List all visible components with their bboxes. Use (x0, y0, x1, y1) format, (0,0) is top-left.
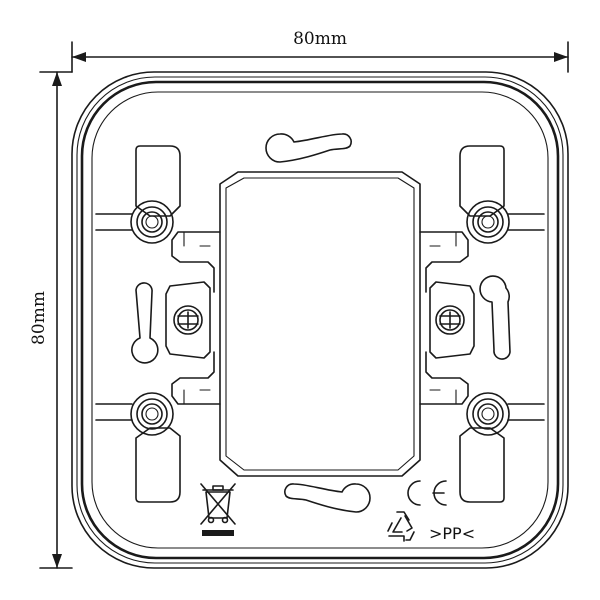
ribs (95, 213, 545, 421)
screw-boss-top-left (130, 200, 174, 244)
screw-boss-bottom-right (466, 392, 510, 436)
outer-frame (71, 71, 569, 569)
material-code-label: >PP< (429, 524, 475, 543)
left-keyhole-slot (131, 282, 159, 364)
width-dimension: 80mm (71, 29, 569, 73)
central-mounting-frame (171, 171, 469, 477)
width-dimension-label: 80mm (293, 29, 347, 49)
right-adjustment-screw (429, 281, 475, 359)
right-keyhole-slot (479, 275, 511, 360)
screw-boss-bottom-left (130, 392, 174, 436)
corner-slot-top-left (135, 145, 181, 217)
screw-boss-top-right (466, 200, 510, 244)
arrowhead-left-icon (72, 52, 86, 62)
top-keyhole-slot (265, 133, 352, 163)
corner-slot-bottom-left (135, 427, 181, 503)
ce-mark: CE (407, 480, 447, 506)
arrowhead-bottom-icon (52, 554, 62, 568)
corner-slot-top-right (459, 145, 505, 217)
bottom-keyhole-slot (284, 483, 371, 513)
arrowhead-top-icon (52, 72, 62, 86)
crossed-out-bin-icon (200, 483, 236, 536)
recycle-icon (387, 511, 415, 542)
corner-slot-bottom-right (459, 427, 505, 503)
height-dimension-label: 80mm (29, 291, 49, 345)
arrowhead-right-icon (554, 52, 568, 62)
height-dimension: 80mm (29, 71, 73, 569)
left-adjustment-screw (165, 281, 211, 359)
